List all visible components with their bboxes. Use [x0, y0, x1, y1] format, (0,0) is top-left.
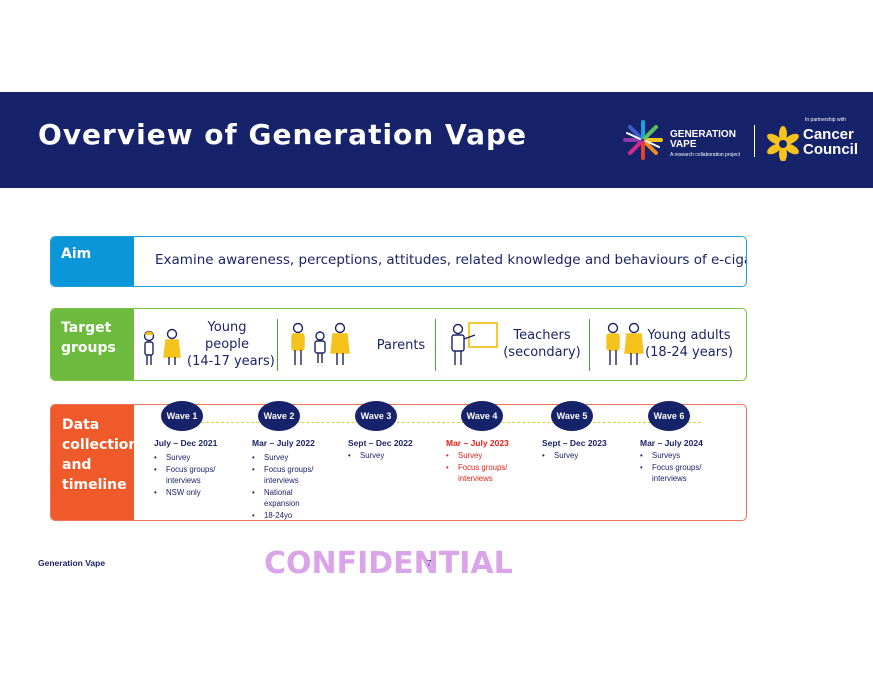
generation-vape-logo: GENERATION VAPE A research collaboration…	[622, 119, 772, 163]
wave-5-date: Sept – Dec 2023	[542, 438, 607, 448]
list-item: Focus groups/interviews	[252, 464, 313, 486]
list-item: 18-24yo	[252, 510, 313, 521]
list-item: Focus groups/interviews	[154, 464, 215, 486]
page-title: Overview of Generation Vape	[38, 118, 528, 151]
cc-logo-line2: Council	[803, 141, 858, 158]
list-item-text: interviews	[264, 476, 299, 485]
list-item: Focus groups/interviews	[640, 462, 701, 484]
cc-logo-line1: Cancer	[803, 126, 854, 143]
data-collection-row: Data collection and timeline Wave 1 July…	[50, 401, 747, 522]
group-young-people: Young people (14-17 years)	[187, 319, 275, 370]
list-item: Survey	[542, 450, 578, 461]
gv-logo-line2: VAPE	[670, 139, 697, 150]
data-label: Data collection and timeline	[62, 415, 138, 495]
wave-4-badge: Wave 4	[461, 401, 503, 431]
group-young-adults-line1: Young adults	[647, 328, 731, 343]
target-groups-row: Target groups Young people (14-17 years)	[50, 308, 747, 381]
wave-3-badge: Wave 3	[355, 401, 397, 431]
logo-divider	[754, 125, 755, 157]
group-teachers: Teachers (secondary)	[503, 327, 581, 361]
group-teachers-line2: (secondary)	[503, 345, 581, 360]
wave-2-date: Mar – July 2022	[252, 438, 315, 448]
wave-3-date: Sept – Dec 2022	[348, 438, 413, 448]
gv-logo-text: GENERATION VAPE	[670, 130, 736, 150]
gv-logo-subtitle: A research collaboration project	[670, 152, 741, 158]
wave-6-items: Surveys Focus groups/interviews	[640, 450, 701, 485]
cancer-council-logo: In partnership with Cancer Council	[765, 117, 865, 162]
list-item-text: National	[264, 488, 293, 497]
list-item: Focus groups/interviews	[446, 462, 507, 484]
target-label-block: Target groups	[51, 309, 134, 380]
list-item-text: interviews	[652, 474, 687, 483]
list-item: NSW only	[154, 487, 215, 498]
wave-1-items: Survey Focus groups/interviews NSW only	[154, 452, 215, 499]
wave-1-date: July – Dec 2021	[154, 438, 218, 448]
list-item: Surveys	[640, 450, 701, 461]
list-item: Survey	[252, 452, 313, 463]
data-label-line1: Data	[62, 417, 100, 433]
list-item-text: interviews	[166, 476, 201, 485]
group-young-adults: Young adults (18-24 years)	[643, 327, 735, 361]
group-teachers-line1: Teachers	[513, 328, 571, 343]
group-young-people-line3: (14-17 years)	[187, 354, 275, 369]
wave-4-items: Survey Focus groups/interviews	[446, 450, 507, 485]
cc-logo-text: Cancer Council	[803, 127, 858, 157]
starburst-icon	[623, 120, 663, 160]
group-young-people-line1: Young	[207, 320, 247, 335]
teacher-icon	[451, 322, 498, 365]
target-label-line2: groups	[61, 340, 116, 356]
header-banner: Overview of Generation Vape GENERATION V…	[0, 92, 873, 188]
group-divider	[435, 319, 436, 371]
wave-3-items: Survey	[348, 450, 384, 462]
list-item: National expansion	[252, 487, 313, 509]
wave-6-date: Mar – July 2024	[640, 438, 703, 448]
group-young-adults-line2: (18-24 years)	[645, 345, 733, 360]
data-label-line4: timeline	[62, 477, 127, 493]
list-item-text: Focus groups/	[652, 463, 702, 472]
footer-label: Generation Vape	[38, 558, 106, 568]
daisy-icon	[767, 126, 799, 161]
timeline-line	[181, 422, 701, 423]
gv-logo-line1: GENERATION	[670, 129, 736, 140]
wave-5-badge: Wave 5	[551, 401, 593, 431]
list-item-text: Focus groups/	[264, 465, 314, 474]
list-item-text: interviews	[458, 474, 493, 483]
list-item-text: Focus groups/	[458, 463, 508, 472]
list-item: Survey	[446, 450, 507, 461]
list-item: Survey	[154, 452, 215, 463]
wave-2-badge: Wave 2	[258, 401, 300, 431]
wave-2-items: Survey Focus groups/interviews National e…	[252, 452, 313, 522]
wave-6-badge: Wave 6	[648, 401, 690, 431]
aim-label-block: Aim	[51, 237, 134, 286]
confidential-watermark: CONFIDENTIAL	[264, 546, 513, 581]
wave-4-date: Mar – July 2023	[446, 438, 509, 448]
group-divider	[277, 319, 278, 371]
wave-1-badge: Wave 1	[161, 401, 203, 431]
aim-text: Examine awareness, perceptions, attitude…	[155, 252, 746, 268]
group-young-people-line2: people	[204, 337, 250, 352]
wave-5-items: Survey	[542, 450, 578, 462]
target-label-line1: Target	[61, 320, 112, 336]
data-label-line3: and	[62, 457, 92, 473]
list-item-text: expansion	[264, 499, 300, 508]
data-label-line2: collection	[62, 437, 139, 453]
aim-row: Aim Examine awareness, perceptions, atti…	[50, 236, 747, 287]
group-divider	[589, 319, 590, 371]
aim-label: Aim	[61, 246, 92, 262]
young-adults-icon	[606, 322, 644, 365]
list-item: Survey	[348, 450, 384, 461]
data-label-block: Data collection and timeline	[51, 405, 138, 520]
target-label: Target groups	[61, 318, 116, 358]
group-parents: Parents	[376, 338, 426, 353]
young-people-icon	[143, 328, 181, 365]
partner-text: In partnership with	[805, 117, 846, 123]
list-item-text: Focus groups/	[166, 465, 216, 474]
page-number: 7	[427, 559, 432, 568]
parents-icon	[291, 322, 350, 365]
